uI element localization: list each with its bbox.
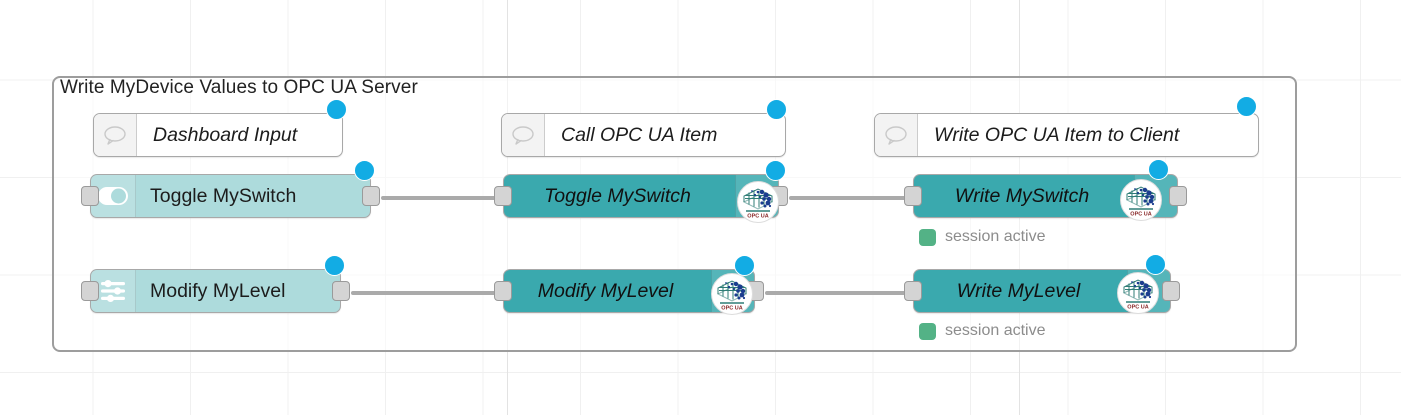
node-label: Write MySwitch [954, 184, 1090, 207]
status-indicator-dot [919, 228, 936, 246]
svg-text:OPC UA: OPC UA [747, 214, 768, 220]
speech-bubble-icon [94, 114, 137, 156]
comment-node-write-opc-ua-item-to-client[interactable]: Write OPC UA Item to Client [874, 113, 1259, 157]
comment-node-label: Write OPC UA Item to Client [934, 123, 1180, 146]
dashboard-node-modify-mylevel[interactable]: Modify MyLevel [81, 269, 350, 313]
selection-dot-dashboard-input[interactable] [326, 99, 347, 120]
node-label: Toggle MySwitch [150, 184, 297, 207]
node-output-port[interactable] [332, 281, 350, 301]
node-input-port[interactable] [81, 186, 99, 206]
node-output-port[interactable] [1162, 281, 1180, 301]
slider-icon [91, 270, 136, 312]
svg-text:OPC UA: OPC UA [721, 306, 742, 312]
dashboard-node-toggle-myswitch[interactable]: Toggle MySwitch [81, 174, 380, 218]
node-output-port[interactable] [1169, 186, 1187, 206]
selection-dot-write-mylevel[interactable] [1145, 254, 1166, 275]
svg-text:OPC UA: OPC UA [1127, 305, 1148, 311]
selection-dot-toggle-myswitch-input[interactable] [354, 160, 375, 181]
node-input-port[interactable] [904, 281, 922, 301]
comment-node-label: Dashboard Input [153, 123, 298, 146]
node-input-port[interactable] [81, 281, 99, 301]
status-indicator-dot [919, 322, 936, 340]
status-label: session active [945, 228, 1046, 245]
wire-toggle-call-to-write [789, 196, 913, 200]
node-input-port[interactable] [494, 186, 512, 206]
selection-dot-modify-mylevel-input[interactable] [324, 255, 345, 276]
opcua-logo-icon: OPC UA [1117, 272, 1159, 314]
speech-bubble-icon [875, 114, 918, 156]
opcua-logo-icon: OPC UA [737, 181, 779, 223]
wire-modify-call-to-write [765, 291, 913, 295]
selection-dot-toggle-myswitch-call[interactable] [765, 160, 786, 181]
node-label: Modify MyLevel [150, 279, 286, 302]
node-output-port[interactable] [362, 186, 380, 206]
comment-node-label: Call OPC UA Item [561, 123, 718, 146]
node-label: Modify MyLevel [537, 279, 674, 302]
node-input-port[interactable] [494, 281, 512, 301]
selection-dot-write-opc-ua-item-to-client[interactable] [1236, 96, 1257, 117]
node-label: Toggle MySwitch [544, 184, 691, 207]
node-status-write-myswitch: session active [919, 228, 1046, 246]
comment-node-call-opc-ua-item[interactable]: Call OPC UA Item [501, 113, 786, 157]
node-input-port[interactable] [904, 186, 922, 206]
selection-dot-write-myswitch[interactable] [1148, 159, 1169, 180]
comment-node-dashboard-input[interactable]: Dashboard Input [93, 113, 343, 157]
selection-dot-modify-mylevel-call[interactable] [734, 255, 755, 276]
node-group-title: Write MyDevice Values to OPC UA Server [60, 77, 418, 98]
opcua-logo-icon: OPC UA [711, 273, 753, 315]
svg-text:OPC UA: OPC UA [1130, 212, 1151, 218]
wire-toggle-input-to-call [381, 196, 503, 200]
selection-dot-call-opc-ua-item[interactable] [766, 99, 787, 120]
speech-bubble-icon [502, 114, 545, 156]
wire-modify-input-to-call [351, 291, 503, 295]
node-label: Write MyLevel [956, 279, 1081, 302]
node-status-write-mylevel: session active [919, 322, 1046, 340]
toggle-switch-icon [91, 175, 136, 217]
status-label: session active [945, 322, 1046, 339]
opcua-logo-icon: OPC UA [1120, 179, 1162, 221]
